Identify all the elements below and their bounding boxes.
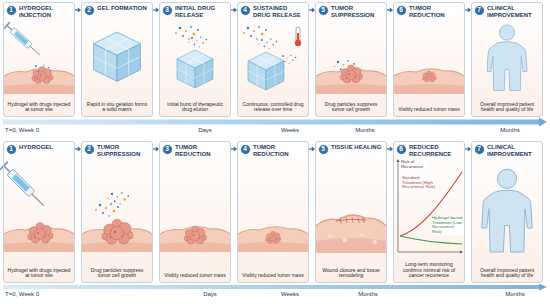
step-number: 7 <box>474 5 485 16</box>
step-title: TUMOR REDUCTION <box>163 144 227 157</box>
step-number-text: 7 <box>477 146 481 153</box>
step-description: Visibly reduced tumor mass <box>397 107 461 113</box>
step-description: Hydrogel with drugs injected at tumor si… <box>7 102 71 114</box>
timeline-label: Months <box>505 291 525 298</box>
step-description: Wound closure and tissue remodeling <box>319 268 383 280</box>
step-title: TUMOR SUPPRESSION <box>85 144 149 157</box>
step-title: CLINICAL IMPROVEMENT <box>475 144 539 157</box>
step-number: 4 <box>240 144 251 155</box>
step-title: TUMOR REDUCTION <box>241 144 305 157</box>
step-panel: CLINICAL IMPROVEMENT Overall improved pat… <box>471 141 543 283</box>
step-number-text: 4 <box>243 7 247 14</box>
step-number: 6 <box>396 5 407 16</box>
step-number-text: 2 <box>87 7 91 14</box>
step-description: Hydrogel with drugs injected at tumor si… <box>7 268 71 280</box>
step-number-text: 5 <box>321 7 325 14</box>
step-number: 2 <box>84 5 95 16</box>
step-title: INITIAL DRUG RELEASE <box>163 5 227 18</box>
step-panel: INITIAL DRUG RELEASE Initial burst of the… <box>159 2 231 117</box>
step-number: 5 <box>318 5 329 16</box>
timeline-label: Months <box>355 127 375 134</box>
step-description: Drug particles suppress tumor cell growt… <box>319 102 383 114</box>
step-title: TUMOR SUPPRESSION <box>319 5 383 18</box>
step-panel: TISSUE HEALING Wound closure and tissue r… <box>315 141 387 283</box>
step-panel: CLINICAL IMPROVEMENT Overall improved pat… <box>471 2 543 117</box>
step-title: SUSTAINED DRUG RELEASE <box>241 5 305 18</box>
step-description: Visibly reduced tumor mass <box>163 273 227 279</box>
step-number: 3 <box>162 144 173 155</box>
step-number: 5 <box>318 144 329 155</box>
step-number: 4 <box>240 5 251 16</box>
step-panel: GEL FORMATION Rapid in situ gelation form… <box>81 2 153 117</box>
step-number-text: 3 <box>165 146 169 153</box>
step-number: 1 <box>6 144 17 155</box>
step-panel: SUSTAINED DRUG RELEASE Continuous, contro… <box>237 2 309 117</box>
timeline-label: Months <box>358 291 378 298</box>
step-number-text: 2 <box>87 146 91 153</box>
step-number: 2 <box>84 144 95 155</box>
step-panel: TUMOR REDUCTION Visibly reduced tumor mas… <box>159 141 231 283</box>
step-number: 7 <box>474 144 485 155</box>
step-description: Long-term monitoring confirms minimal ri… <box>397 262 461 279</box>
step-number-text: 1 <box>9 7 13 14</box>
timeline-arrow <box>3 118 547 291</box>
step-description: Visibly reduced tumor mass <box>241 273 305 279</box>
step-panel: TUMOR SUPPRESSION Drug particles suppress… <box>81 141 153 283</box>
step-title: HYDROGEL INJECTION <box>7 5 71 18</box>
step-description: Overall improved patient health and qual… <box>475 102 539 114</box>
chart-label: Risk of Recurrence <box>401 160 427 169</box>
step-title: GEL FORMATION <box>85 5 149 16</box>
chart-label: Hydrogel-based Treatment (Low Recurrence… <box>432 216 464 235</box>
step-title: HYDROGEL <box>7 144 71 155</box>
step-description: Rapid in situ gelation forms a solid mat… <box>85 102 149 114</box>
step-description: Drug particles suppress tumor cell growt… <box>85 268 149 280</box>
step-panel: TUMOR REDUCTION Visibly reduced tumor mas… <box>393 2 465 117</box>
timeline-label: Weeks <box>281 291 299 298</box>
timeline-label: Months <box>500 127 520 134</box>
step-number-text: 7 <box>477 7 481 14</box>
step-number: 1 <box>6 5 17 16</box>
step-description: Continuous, controlled drug release over… <box>241 102 305 114</box>
step-panel: TUMOR REDUCTION Visibly reduced tumor mas… <box>237 141 309 283</box>
step-description: Overall improved patient health and qual… <box>475 268 539 280</box>
panel-grounds <box>3 2 543 283</box>
timeline-label: Days <box>198 127 212 134</box>
step-panel: TUMOR SUPPRESSION Drug particles suppress… <box>315 2 387 117</box>
timeline-label: T=0, Week 0 <box>5 291 39 298</box>
step-description: Initial burst of therapeutic drug elutio… <box>163 102 227 114</box>
step-number-text: 4 <box>243 146 247 153</box>
step-title: TUMOR REDUCTION <box>397 5 461 18</box>
step-number-text: 1 <box>9 146 13 153</box>
step-number-text: 5 <box>321 146 325 153</box>
step-number-text: 3 <box>165 7 169 14</box>
timeline-label: Days <box>203 291 217 298</box>
step-panel: HYDROGEL Hydrogel with drugs injected at … <box>3 141 75 283</box>
step-title: CLINICAL IMPROVEMENT <box>475 5 539 18</box>
chart-label: Standard Treatment (High Recurrence Risk… <box>402 176 436 190</box>
step-number-text: 6 <box>399 7 403 14</box>
step-panel: HYDROGEL INJECTION Hydrogel with drugs in… <box>3 2 75 117</box>
timeline-label: T=0, Week 0 <box>5 127 39 134</box>
step-title: REDUCED RECURRENCE <box>397 144 461 157</box>
step-number: 6 <box>396 144 407 155</box>
step-number: 3 <box>162 5 173 16</box>
timeline-label: Weeks <box>281 127 299 134</box>
bottom-illustrations <box>0 159 532 254</box>
step-title: TISSUE HEALING <box>319 144 383 155</box>
step-number-text: 6 <box>399 146 403 153</box>
